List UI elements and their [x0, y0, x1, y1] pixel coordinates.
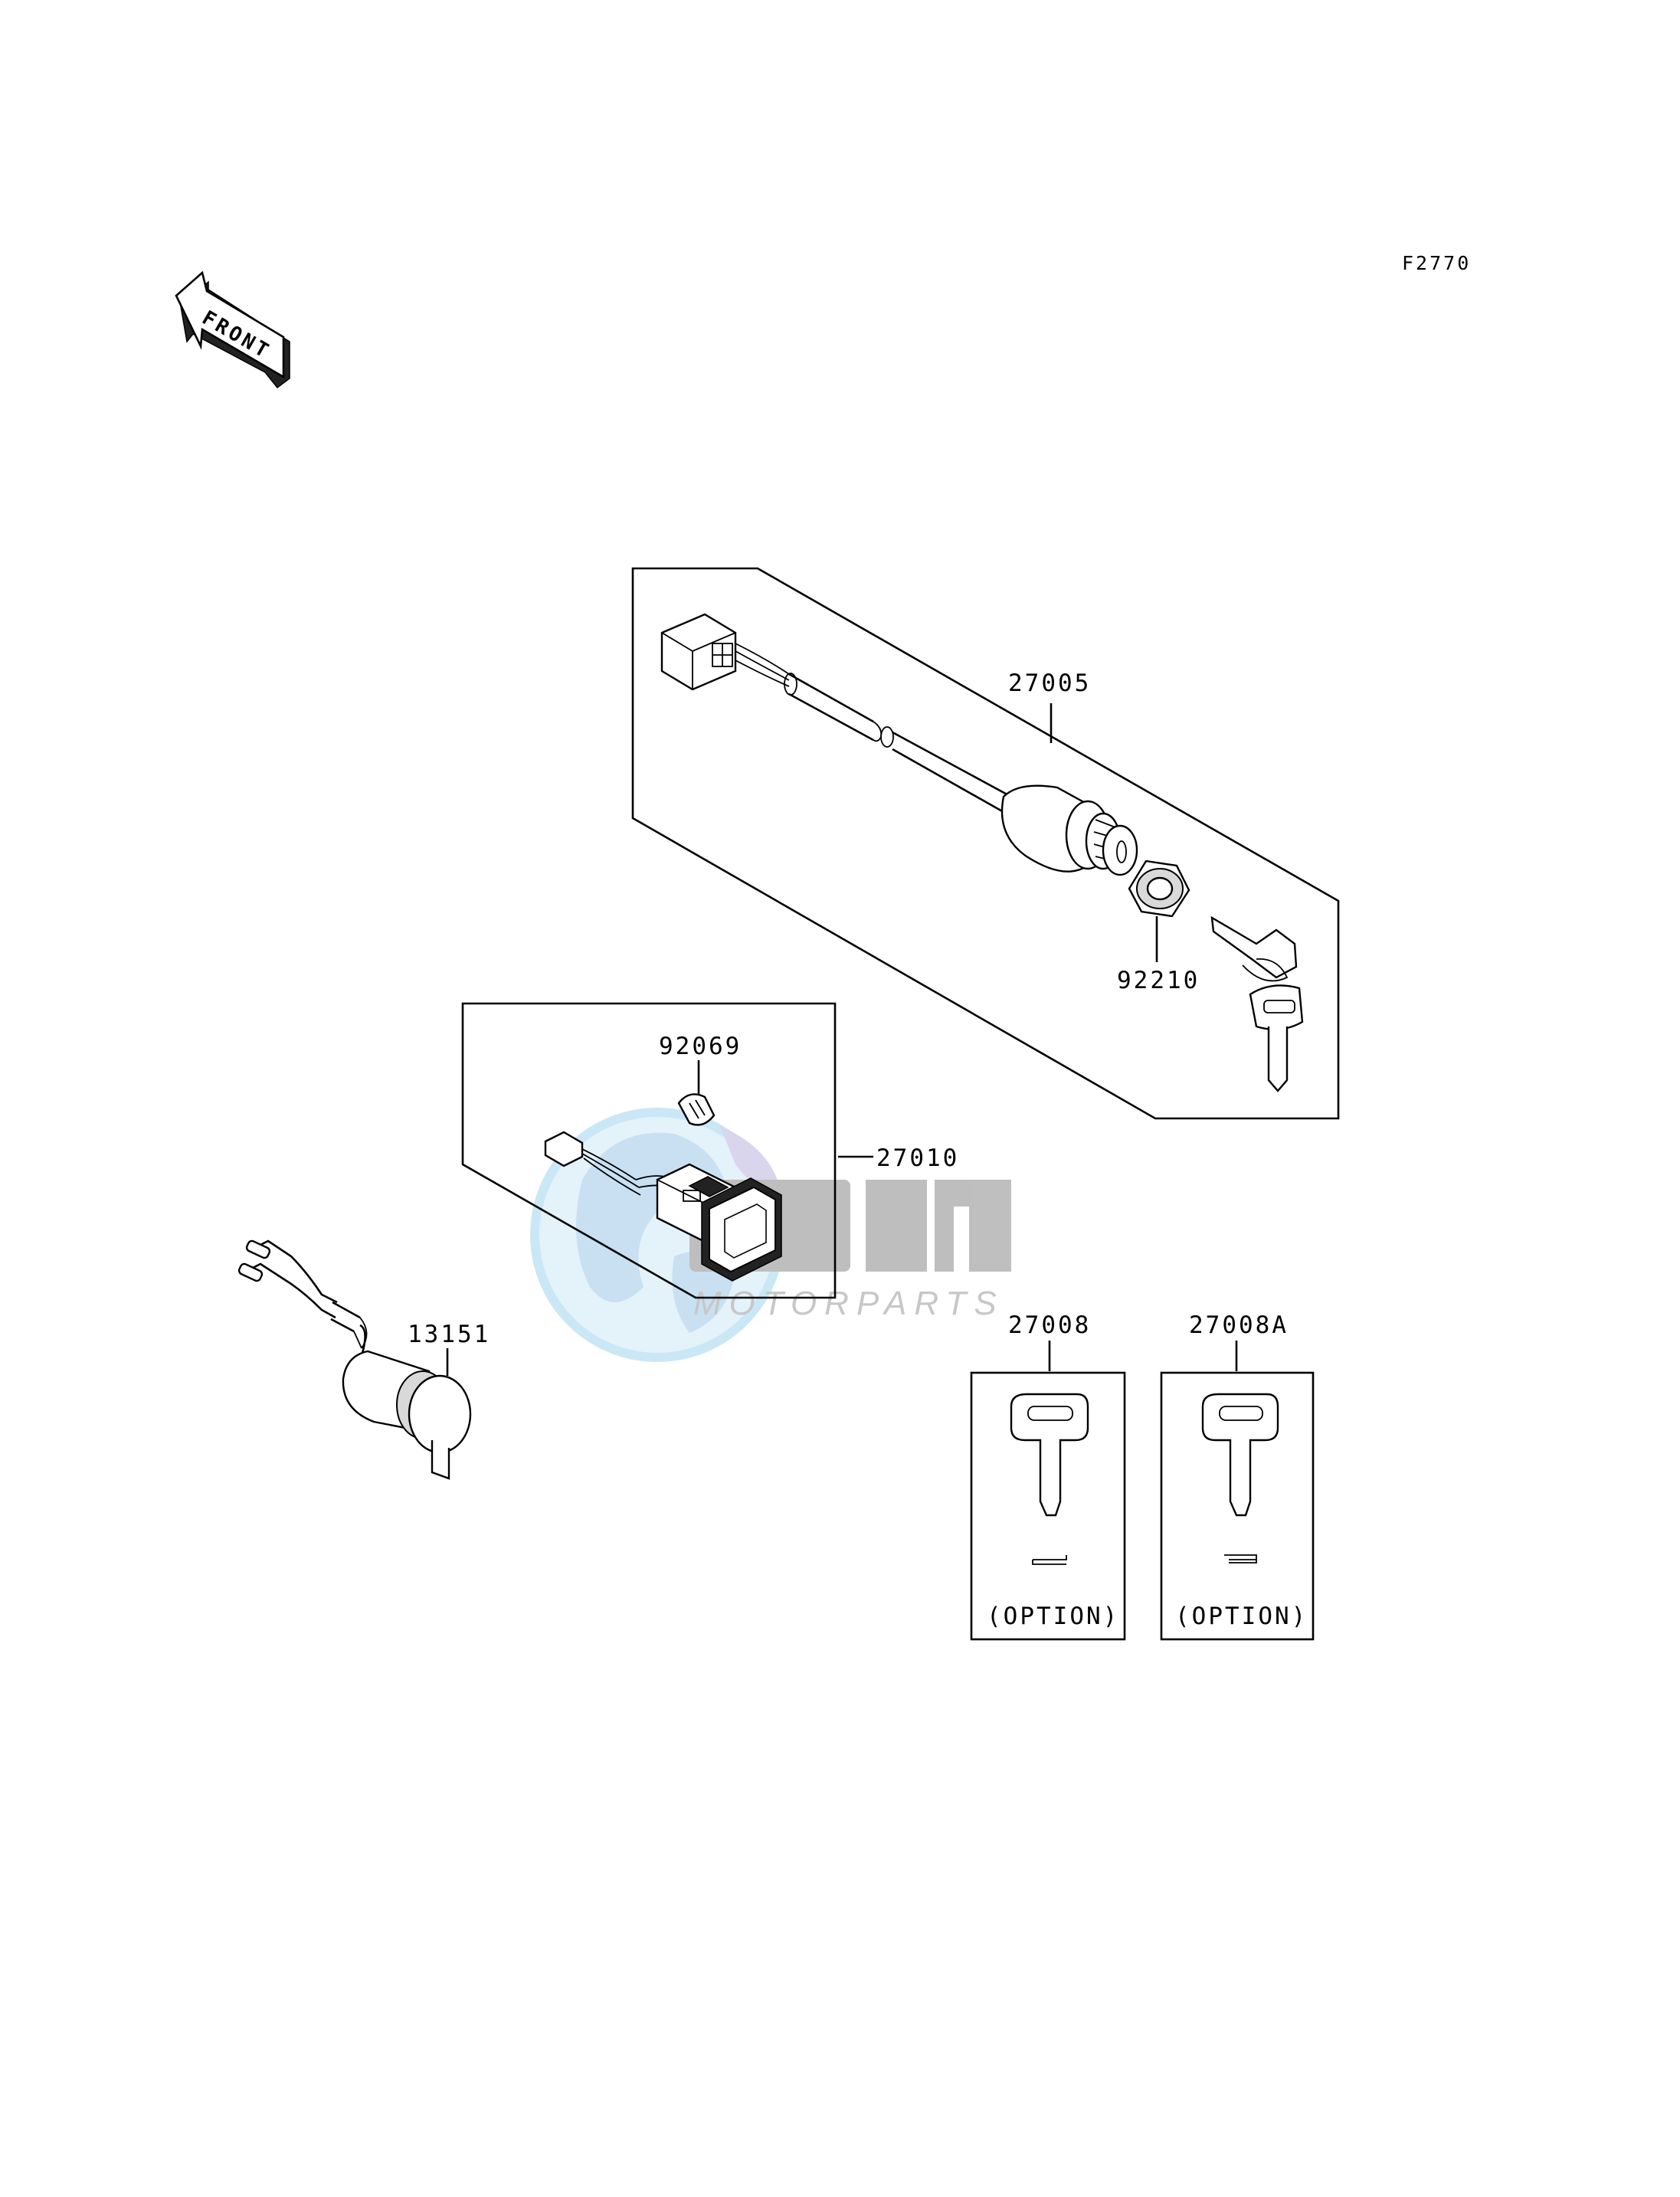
- bulb-icon: [677, 1093, 716, 1126]
- callout-92210: 92210: [1117, 967, 1200, 994]
- ignition-key-pair-icon: [1210, 915, 1304, 1092]
- hex-nut-icon: [1128, 859, 1190, 918]
- figure-code: F2770: [1402, 252, 1471, 274]
- key-code-mark-icon: [1032, 1555, 1067, 1565]
- option-key-27008A-group: 27008A (OPTION): [1160, 1311, 1315, 1641]
- assembly-frame-27010: [461, 1002, 837, 1299]
- callout-13151: 13151: [408, 1321, 490, 1348]
- option-note-27008A: (OPTION): [1175, 1603, 1308, 1630]
- option-note-27008: (OPTION): [987, 1603, 1119, 1630]
- push-switch-icon: [656, 1163, 782, 1282]
- blank-key-icon: [1201, 1393, 1279, 1517]
- lamp-switch-assembly-group: 92069 27010: [461, 1002, 959, 1299]
- blank-key-icon: [1010, 1393, 1089, 1517]
- assembly-frame-27005: [631, 567, 1340, 1120]
- lamp-switch-connector-icon: [544, 1131, 678, 1196]
- globe-logo-icon: [530, 1108, 784, 1362]
- front-direction-arrow-icon: FRONT: [175, 270, 290, 389]
- callout-92069: 92069: [659, 1033, 742, 1060]
- watermark-subtitle: MOTORPARTS: [693, 1285, 1004, 1322]
- callout-27008: 27008: [1008, 1311, 1091, 1339]
- socket-icon: [237, 1239, 472, 1480]
- socket-13151-group: 13151: [237, 1239, 490, 1480]
- callout-27008A: 27008A: [1189, 1311, 1289, 1339]
- ignition-switch-body-icon: [1000, 784, 1138, 876]
- switch-connector-icon: [660, 613, 790, 691]
- callout-27010: 27010: [876, 1144, 959, 1172]
- ignition-switch-assembly-group: 27005 92210: [631, 567, 1340, 1120]
- key-code-mark-icon: [1224, 1554, 1257, 1563]
- callout-27005: 27005: [1008, 670, 1091, 697]
- option-key-27008-group: 27008 (OPTION): [970, 1311, 1126, 1641]
- option-box-27008A: [1160, 1371, 1315, 1641]
- option-box-27008: [970, 1371, 1126, 1641]
